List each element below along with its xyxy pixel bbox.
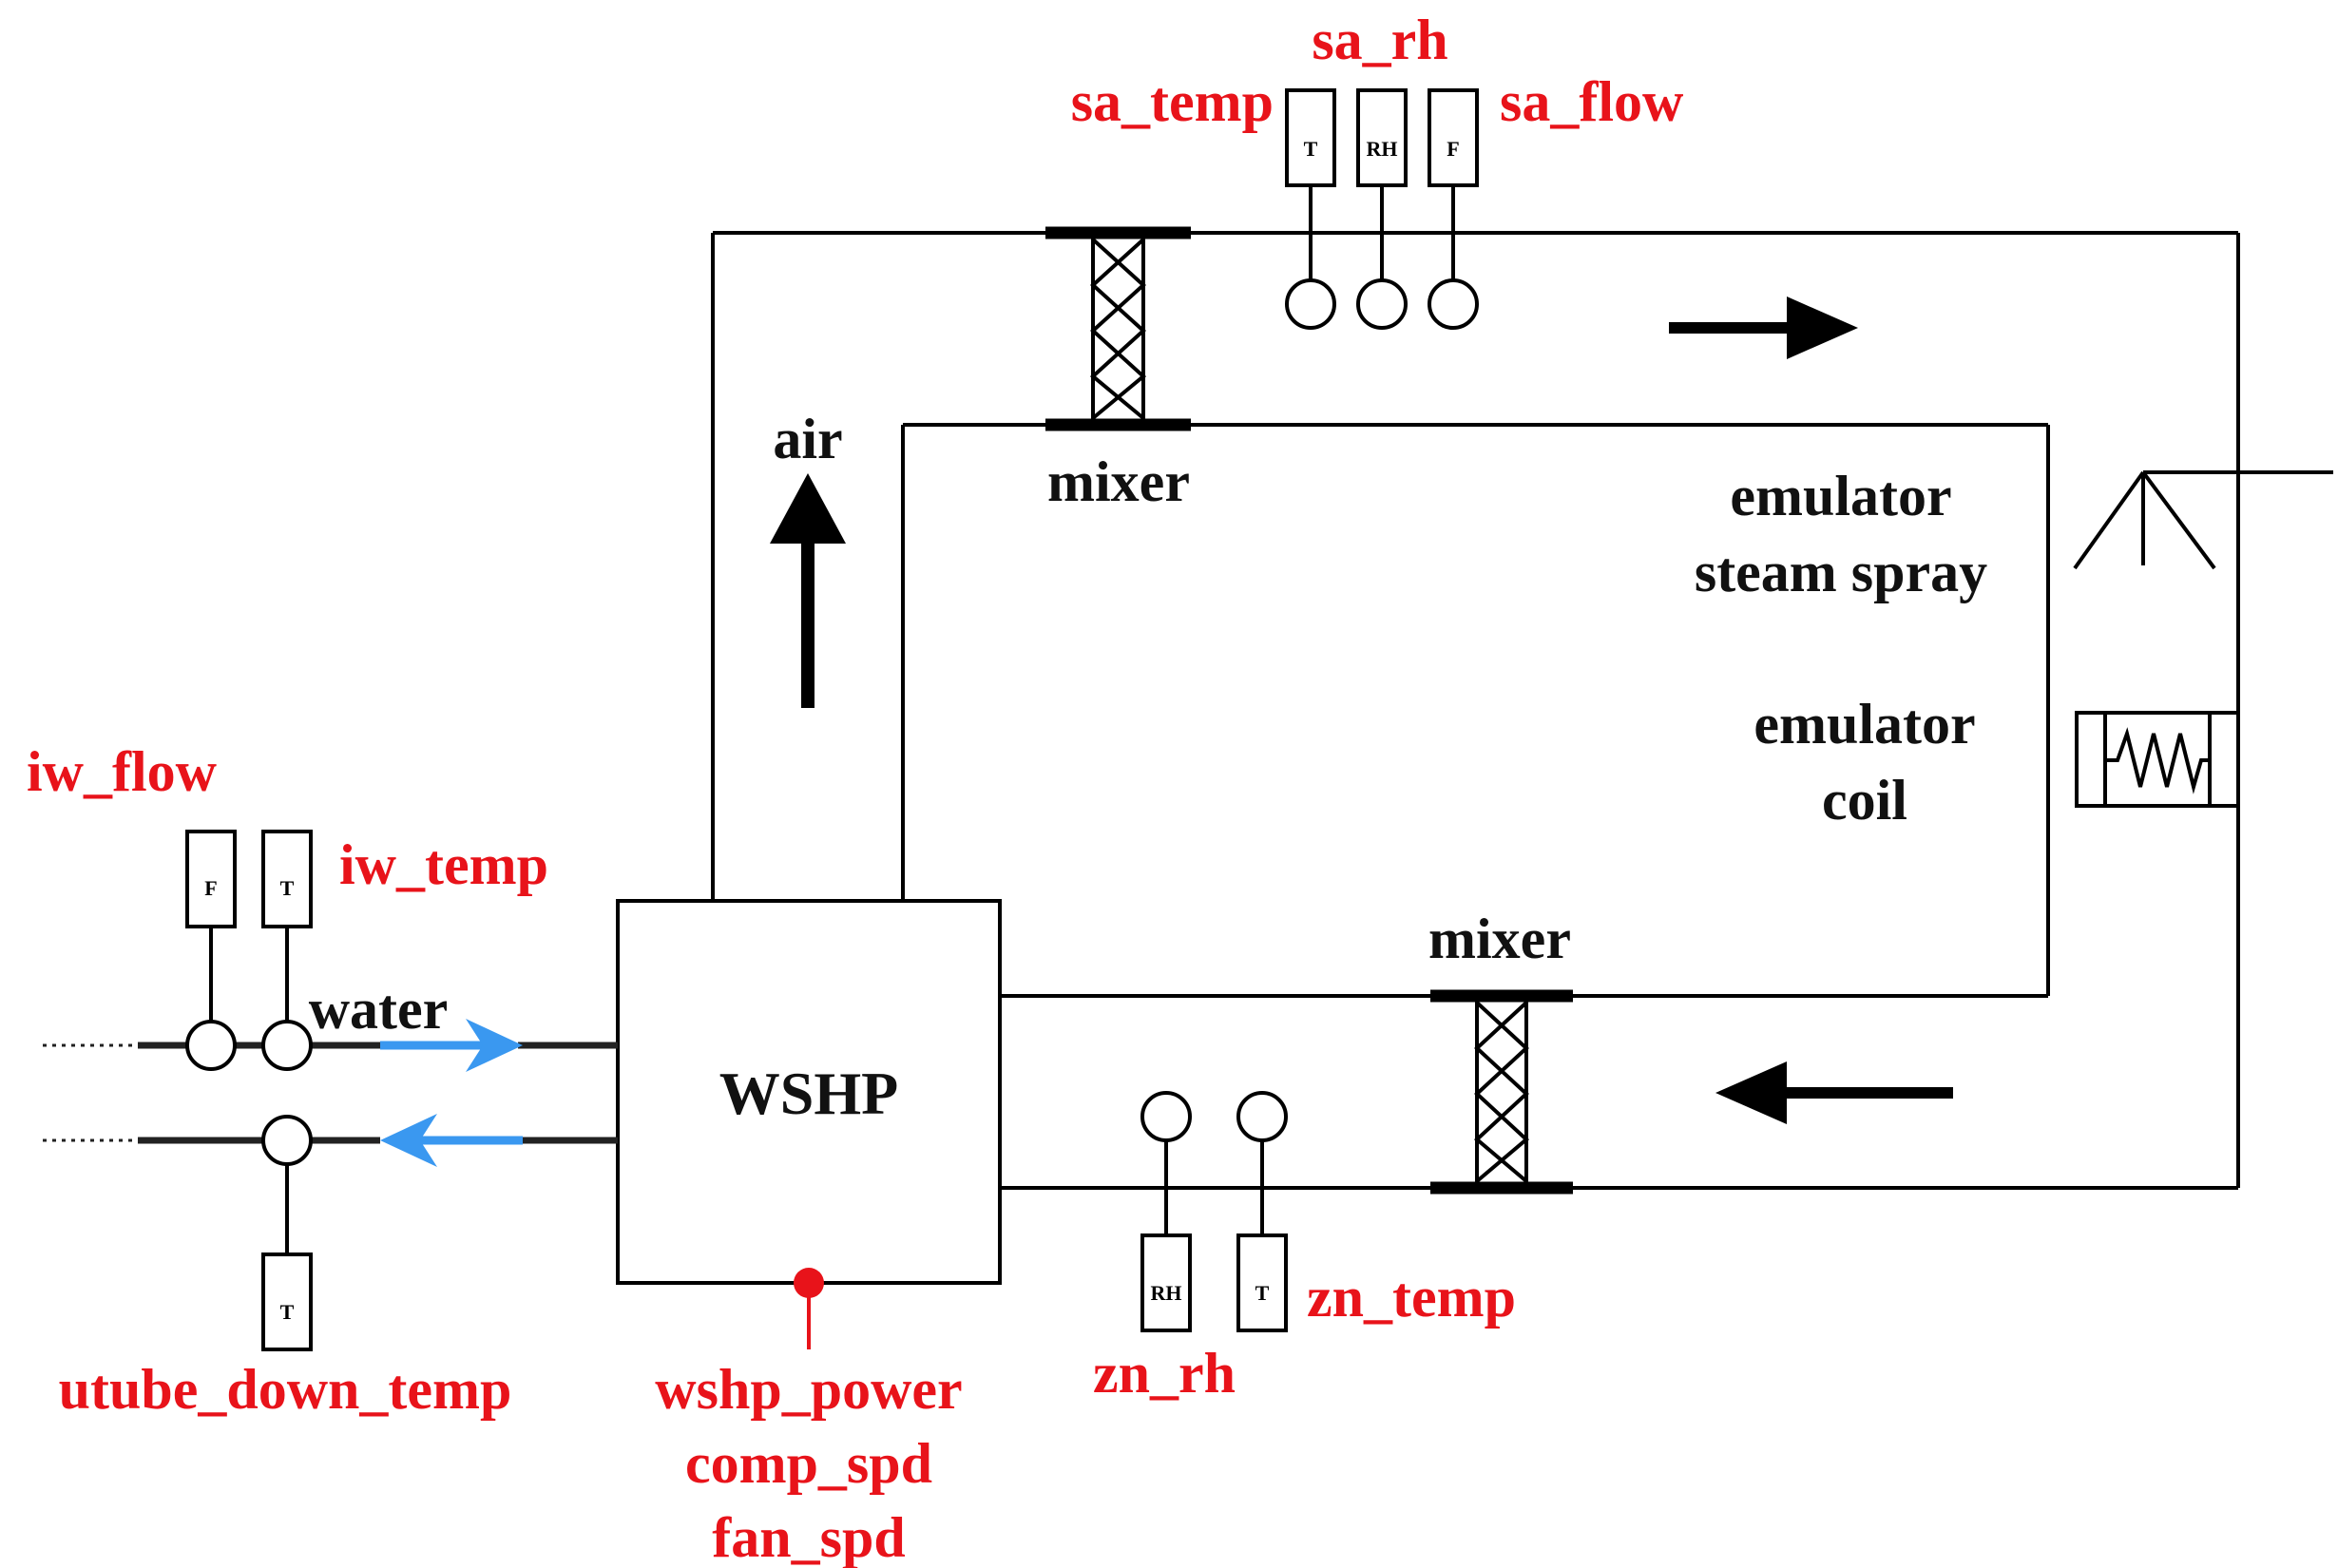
supply-flow-arrow-icon	[1669, 296, 1858, 359]
iw-temp-sensor	[261, 830, 313, 1071]
wshp-label: WSHP	[719, 1060, 898, 1127]
sa-rh-tag: RH	[1367, 137, 1398, 161]
utube-down-temp-sensor	[261, 1115, 313, 1351]
water-supply-pipe	[43, 1019, 618, 1072]
sa-temp-sensor	[1285, 88, 1336, 330]
comp-spd-label: comp_spd	[685, 1432, 932, 1495]
sa-temp-tag: T	[1304, 137, 1318, 161]
fan-spd-label: fan_spd	[712, 1506, 905, 1568]
water-label: water	[309, 978, 449, 1041]
zn-temp-label: zn_temp	[1307, 1266, 1516, 1329]
mixer-top	[1045, 226, 1191, 431]
mixer-bottom	[1430, 989, 1573, 1195]
iw-flow-sensor	[185, 830, 237, 1071]
heating-coil-icon	[2075, 711, 2240, 808]
sa-flow-sensor	[1428, 88, 1479, 330]
sa-temp-label: sa_temp	[1071, 70, 1274, 133]
coil-label-line1: emulator	[1754, 693, 1975, 755]
sa-rh-sensor	[1356, 88, 1408, 330]
air-label: air	[773, 408, 842, 470]
zn-rh-tag: RH	[1151, 1281, 1182, 1305]
mixer-bottom-label: mixer	[1428, 908, 1571, 970]
iw-flow-tag: F	[204, 876, 217, 900]
sa-rh-label: sa_rh	[1312, 9, 1447, 71]
utube-down-temp-label: utube_down_temp	[59, 1358, 512, 1421]
outer-duct	[711, 231, 2240, 1190]
utube-down-temp-tag: T	[280, 1300, 295, 1324]
mixer-top-label: mixer	[1047, 450, 1190, 513]
wshp-power-probe	[794, 1268, 824, 1349]
iw-temp-tag: T	[280, 876, 295, 900]
sa-flow-tag: F	[1447, 137, 1459, 161]
wshp-power-label: wshp_power	[655, 1358, 962, 1421]
return-flow-arrow-icon	[1715, 1061, 1953, 1124]
water-return-pipe	[43, 1114, 618, 1167]
zn-rh-label: zn_rh	[1093, 1342, 1236, 1405]
iw-temp-label: iw_temp	[339, 833, 548, 896]
wshp-unit	[616, 899, 1002, 1285]
steam-spray-label-line1: emulator	[1730, 465, 1951, 527]
sa-flow-label: sa_flow	[1500, 70, 1684, 133]
zn-rh-sensor	[1140, 1091, 1192, 1332]
zn-temp-sensor	[1236, 1091, 1288, 1332]
steam-spray-label-line2: steam spray	[1695, 541, 1987, 603]
air-flow-arrow-icon	[770, 473, 846, 708]
iw-flow-label: iw_flow	[27, 740, 218, 803]
steam-spray-icon	[2073, 470, 2333, 570]
coil-label-line2: coil	[1822, 769, 1907, 832]
zn-temp-tag: T	[1255, 1281, 1270, 1305]
